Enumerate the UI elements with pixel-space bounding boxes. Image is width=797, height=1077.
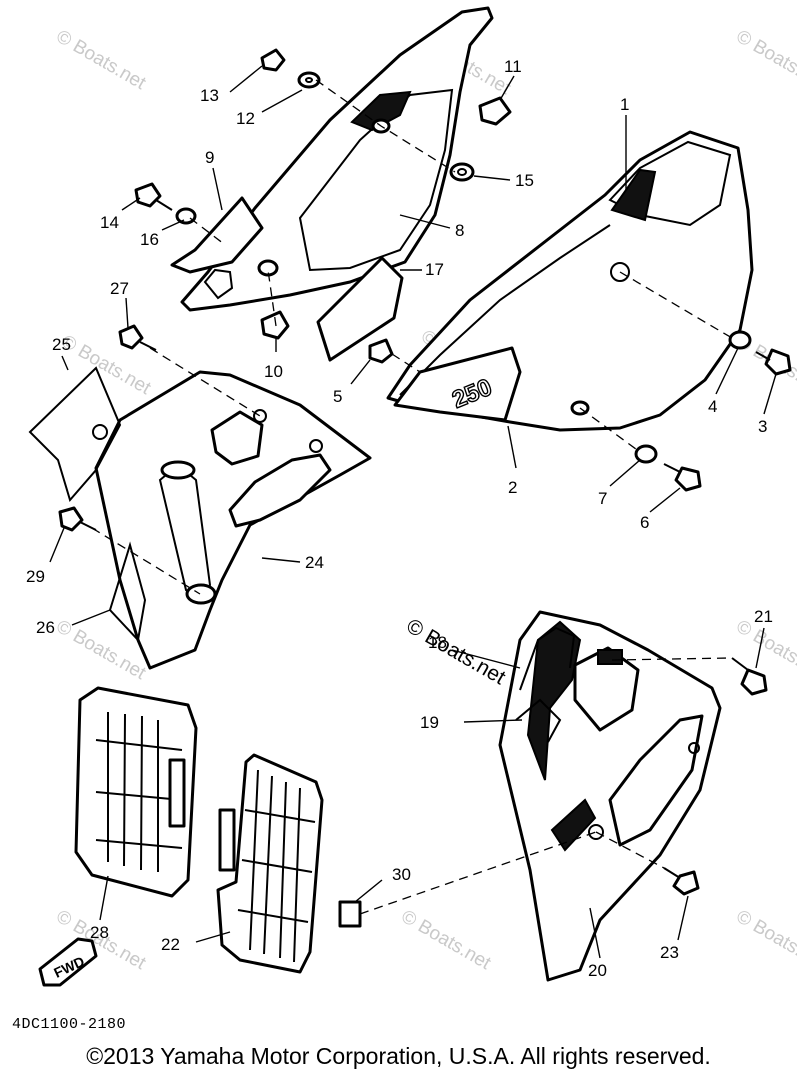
callout-17: 17 [425, 260, 444, 279]
callout-23: 23 [660, 943, 679, 962]
callout-10: 10 [264, 362, 283, 381]
callout-19: 19 [420, 713, 439, 732]
callout-14: 14 [100, 213, 119, 232]
watermark: © Boats.net [53, 26, 150, 94]
callout-21: 21 [754, 607, 773, 626]
callout-18: 18 [428, 633, 447, 652]
callout-16: 16 [140, 230, 159, 249]
leader-lines [49, 65, 777, 959]
callout-9: 9 [205, 148, 214, 167]
callout-8: 8 [455, 221, 464, 240]
decal-25 [28, 366, 122, 503]
radiator-guard-left [74, 686, 198, 898]
fasteners [58, 48, 792, 896]
callout-11: 11 [504, 57, 522, 76]
callout-3: 3 [758, 417, 767, 436]
callout-5: 5 [333, 387, 342, 406]
side-panel-left [94, 370, 372, 670]
callout-6: 6 [640, 513, 649, 532]
decal-17 [316, 256, 404, 362]
side-shroud-right [498, 610, 722, 982]
diagram-code: 4DC1100-2180 [12, 1016, 127, 1033]
decal-18 [519, 626, 576, 691]
decal-9 [170, 196, 264, 274]
callout-25: 25 [52, 335, 71, 354]
callout-28: 28 [90, 923, 109, 942]
clip-30 [338, 900, 362, 928]
callout-26: 26 [36, 618, 55, 637]
callout-22: 22 [161, 935, 180, 954]
callout-2: 2 [508, 478, 517, 497]
watermark: © Boats.net [398, 906, 495, 974]
callout-29: 29 [26, 567, 45, 586]
callout-20: 20 [588, 961, 607, 980]
callout-24: 24 [305, 553, 324, 572]
watermark: © Boats.net [733, 906, 797, 974]
assembly-lines [91, 79, 733, 915]
callout-30: 30 [392, 865, 411, 884]
fwd-arrow: FWD [38, 937, 98, 987]
callouts: 1 2 3 4 5 6 7 8 9 10 11 12 13 14 15 16 1… [26, 57, 773, 980]
watermark-center: © Boats.net [403, 614, 510, 689]
callout-7: 7 [598, 489, 607, 508]
side-cover-left [180, 6, 494, 312]
radiator-guard-right [216, 753, 324, 974]
watermark: © Boats.net [733, 616, 797, 684]
decal-26 [108, 541, 147, 643]
watermark: © Boats.net [733, 26, 797, 94]
callout-13: 13 [200, 86, 219, 105]
callout-1: 1 [620, 95, 629, 114]
decal-19 [515, 698, 562, 743]
callout-15: 15 [515, 171, 534, 190]
copyright-notice: ©2013 Yamaha Motor Corporation, U.S.A. A… [86, 1043, 711, 1069]
callout-12: 12 [236, 109, 255, 128]
callout-27: 27 [110, 279, 129, 298]
callout-4: 4 [708, 397, 717, 416]
